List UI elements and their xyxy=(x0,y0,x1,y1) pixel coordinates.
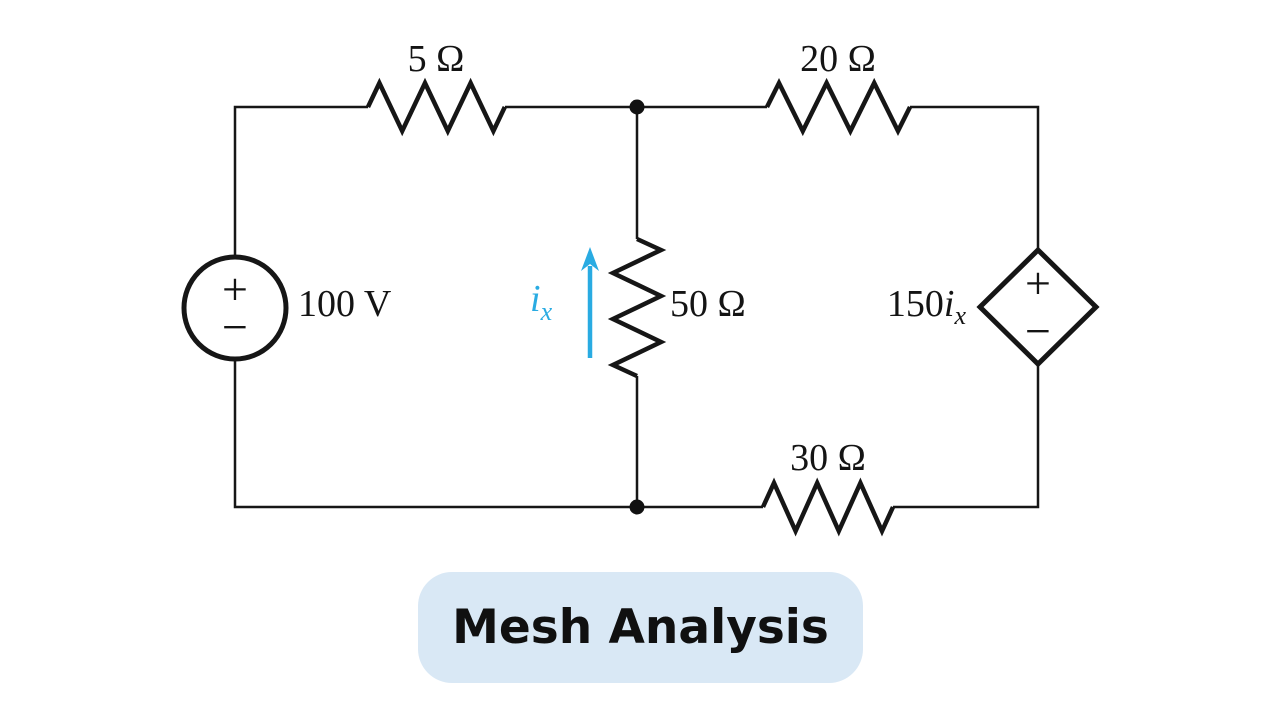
dependent-source-minus-sign: − xyxy=(1025,306,1051,357)
resistor-20-ohm: 20 Ω xyxy=(764,38,913,137)
voltage-source-plus-sign: + xyxy=(222,264,248,315)
node-dot-top xyxy=(629,99,645,115)
dependent-source-150ix: + − 150ix xyxy=(887,246,1100,368)
wire-bottom-left xyxy=(233,359,763,509)
node-dot-bottom xyxy=(629,499,645,515)
resistor-50-ohm-zigzag xyxy=(607,236,667,379)
resistor-30-ohm: 30 Ω xyxy=(760,437,896,537)
title-badge: Mesh Analysis xyxy=(418,572,863,683)
resistor-30-ohm-label: 30 Ω xyxy=(790,437,866,479)
resistor-20-ohm-zigzag xyxy=(764,77,913,137)
wires xyxy=(233,105,1040,509)
resistor-50-ohm-label: 50 Ω xyxy=(670,283,746,325)
wire-right-bottom xyxy=(893,364,1040,509)
voltage-source-circle xyxy=(181,254,289,362)
voltage-source-100v: + − 100 V xyxy=(181,254,392,362)
current-label: ix xyxy=(530,278,553,326)
voltage-source-minus-sign: − xyxy=(222,302,248,353)
resistor-5-ohm-label: 5 Ω xyxy=(408,38,465,80)
resistor-20-ohm-label: 20 Ω xyxy=(800,38,876,80)
resistor-50-ohm: 50 Ω xyxy=(607,236,746,379)
current-arrow-head xyxy=(581,247,599,271)
dependent-source-plus-sign: + xyxy=(1025,258,1051,309)
voltage-source-label: 100 V xyxy=(298,283,392,325)
dependent-source-label: 150ix xyxy=(887,283,967,330)
current-marker-ix: ix xyxy=(530,247,599,358)
wire-top-right xyxy=(910,105,1040,250)
resistor-30-ohm-zigzag xyxy=(760,477,896,537)
wire-left-top xyxy=(233,105,368,257)
resistor-5-ohm-zigzag xyxy=(365,77,507,137)
dependent-source-diamond xyxy=(976,246,1100,368)
resistor-5-ohm: 5 Ω xyxy=(365,38,507,137)
title-badge-label: Mesh Analysis xyxy=(452,600,829,655)
